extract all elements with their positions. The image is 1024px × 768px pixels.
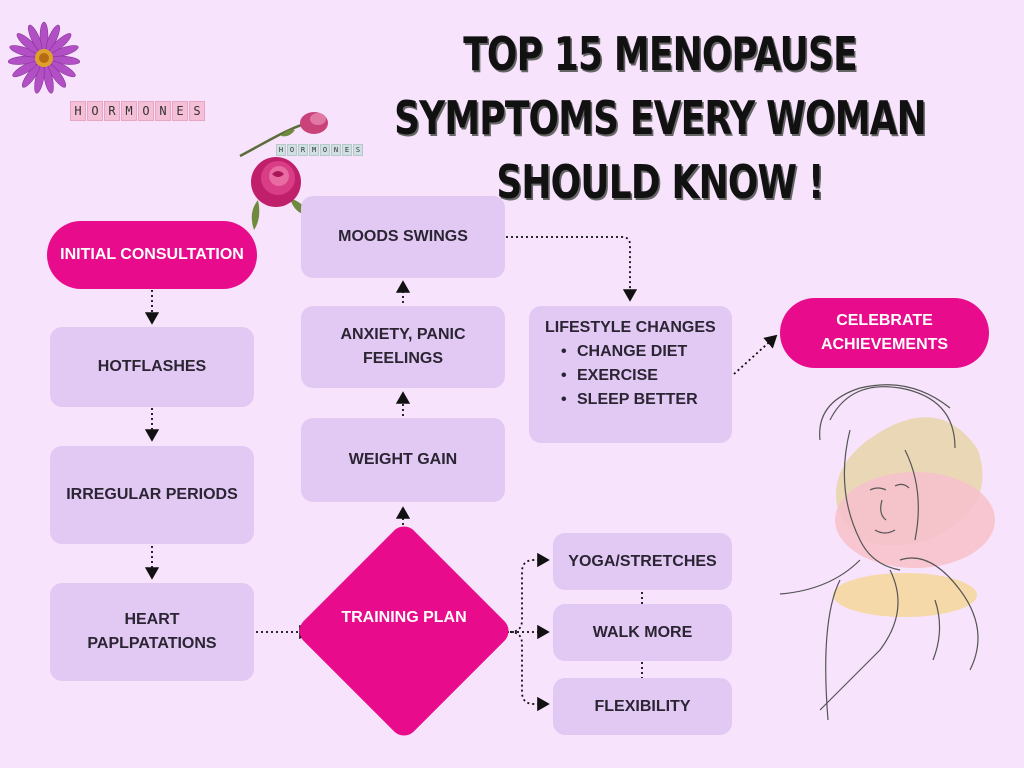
woman-illustration-icon xyxy=(779,384,995,721)
letter-tile: H xyxy=(276,144,286,156)
lifestyle-item-exercise: EXERCISE xyxy=(561,364,732,388)
lifestyle-changes-list: CHANGE DIET EXERCISE SLEEP BETTER xyxy=(545,340,732,412)
hotflashes-node: HOTFLASHES xyxy=(50,327,254,407)
celebrate-achievements-node: CELEBRATE ACHIEVEMENTS xyxy=(780,298,989,368)
yoga-stretches-node: YOGA/STRETCHES xyxy=(553,533,732,590)
page-title: TOP 15 MENOPAUSE SYMPTOMS EVERY WOMAN SH… xyxy=(394,27,927,209)
letter-tile: O xyxy=(87,101,103,121)
arrow-moods-lifestyle xyxy=(506,236,638,302)
letter-tile: E xyxy=(172,101,188,121)
arrow-training-flex xyxy=(509,631,550,712)
lifestyle-changes-node: LIFESTYLE CHANGES CHANGE DIET EXERCISE S… xyxy=(529,306,732,443)
letter-tile: S xyxy=(189,101,205,121)
walk-more-node: WALK MORE xyxy=(553,604,732,661)
heart-palpitations-node: HEART PAPLPATATIONS xyxy=(50,583,254,681)
letter-tile: R xyxy=(104,101,120,121)
letter-tile: O xyxy=(138,101,154,121)
lifestyle-changes-title: LIFESTYLE CHANGES xyxy=(545,319,716,336)
moods-swings-node: MOODS SWINGS xyxy=(301,196,505,278)
letter-tile: N xyxy=(155,101,171,121)
letter-tile: E xyxy=(342,144,352,156)
letter-tile: R xyxy=(298,144,308,156)
letter-tile: M xyxy=(309,144,319,156)
irregular-periods-node: IRREGULAR PERIODS xyxy=(50,446,254,544)
arrow-training-yoga xyxy=(509,552,550,633)
training-plan-label: TRAINING PLAN xyxy=(341,609,467,626)
lifestyle-item-change-diet: CHANGE DIET xyxy=(561,340,732,364)
weight-gain-node: WEIGHT GAIN xyxy=(301,418,505,502)
letter-tile: N xyxy=(331,144,341,156)
letter-tile: M xyxy=(121,101,137,121)
lifestyle-item-sleep-better: SLEEP BETTER xyxy=(561,388,732,412)
letter-tile: O xyxy=(287,144,297,156)
initial-consultation-node: INITIAL CONSULTATION xyxy=(47,221,257,289)
letter-tile: S xyxy=(353,144,363,156)
letter-tile: H xyxy=(70,101,86,121)
rose-icon xyxy=(251,157,310,230)
rose-stem-icon xyxy=(239,112,328,158)
arrow-lifestyle-celebrate xyxy=(733,334,778,375)
flexibility-node: FLEXIBILITY xyxy=(553,678,732,735)
letter-tile: O xyxy=(320,144,330,156)
anxiety-panic-node: ANXIETY, PANIC FEELINGS xyxy=(301,306,505,388)
purple-flower-icon xyxy=(7,21,81,94)
